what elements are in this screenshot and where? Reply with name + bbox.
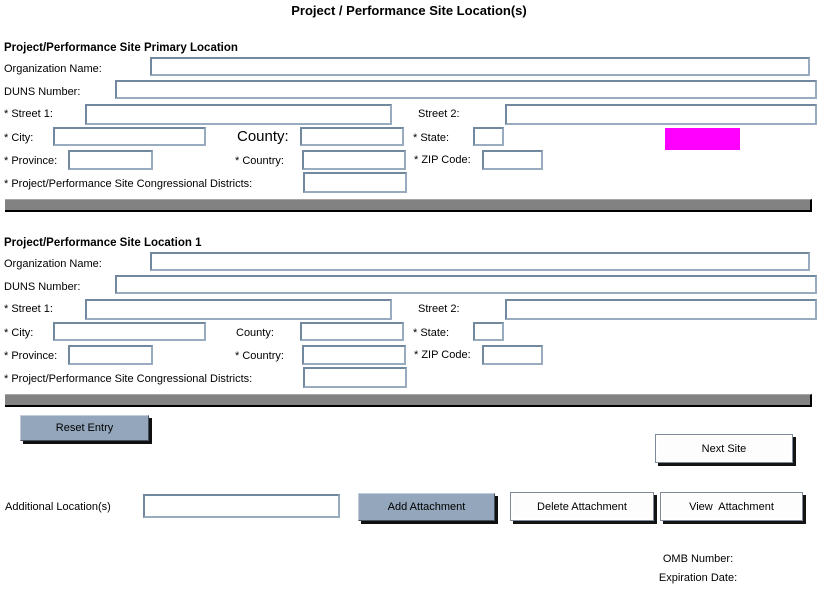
primary-zip-code-label: * ZIP Code:	[414, 154, 471, 166]
primary-state-label: * State:	[413, 132, 450, 144]
primary-county-label: County:	[237, 128, 289, 145]
primary-province-label: * Province:	[4, 155, 58, 167]
expiration-date-label: Expiration Date:	[658, 572, 738, 584]
section-divider-bar	[5, 199, 812, 212]
primary-section-heading: Project/Performance Site Primary Locatio…	[4, 42, 238, 54]
location1-country-input[interactable]	[302, 345, 406, 365]
location1-duns-number-input[interactable]	[115, 275, 817, 294]
location1-duns-number-label: DUNS Number:	[4, 281, 81, 293]
primary-street2-input[interactable]	[505, 104, 817, 125]
add-attachment-button[interactable]: Add Attachment	[358, 493, 495, 521]
page-title: Project / Performance Site Location(s)	[291, 3, 527, 18]
primary-congressional-districts-input[interactable]	[303, 172, 407, 193]
primary-zip-code-input[interactable]	[482, 150, 543, 170]
location1-section: Project/Performance Site Location 1 Orga…	[0, 237, 818, 408]
location1-zip-code-label: * ZIP Code:	[414, 349, 471, 361]
location1-county-input[interactable]	[300, 322, 404, 341]
primary-country-input[interactable]	[302, 150, 406, 170]
location1-country-label: * Country:	[235, 350, 284, 362]
primary-street1-label: * Street 1:	[4, 108, 53, 120]
location1-street1-label: * Street 1:	[4, 303, 53, 315]
primary-county-input[interactable]	[300, 127, 404, 146]
location1-congressional-districts-input[interactable]	[303, 367, 407, 388]
location1-congressional-districts-label: * Project/Performance Site Congressional…	[4, 373, 253, 385]
location1-street1-input[interactable]	[85, 299, 392, 320]
location1-county-label: County:	[236, 327, 274, 339]
additional-locations-attachment-input[interactable]	[143, 494, 340, 518]
next-site-button[interactable]: Next Site	[655, 434, 793, 463]
primary-duns-number-label: DUNS Number:	[4, 86, 81, 98]
primary-city-input[interactable]	[53, 127, 206, 146]
location1-section-heading: Project/Performance Site Location 1	[4, 237, 202, 249]
primary-duns-number-input[interactable]	[115, 80, 817, 99]
location1-city-label: * City:	[4, 327, 34, 339]
primary-state-input[interactable]	[473, 127, 504, 146]
location1-organization-name-label: Organization Name:	[4, 258, 102, 270]
omb-number-label: OMB Number:	[662, 553, 734, 565]
additional-locations-label: Additional Location(s)	[5, 501, 111, 513]
primary-congressional-districts-label: * Project/Performance Site Congressional…	[4, 178, 253, 190]
primary-organization-name-label: Organization Name:	[4, 63, 102, 75]
delete-attachment-button[interactable]: Delete Attachment	[510, 492, 654, 521]
primary-street2-label: Street 2:	[418, 108, 460, 120]
location1-state-label: * State:	[413, 327, 450, 339]
primary-province-input[interactable]	[68, 150, 153, 170]
location1-organization-name-input[interactable]	[150, 252, 810, 271]
location1-city-input[interactable]	[53, 322, 206, 341]
location1-state-input[interactable]	[473, 322, 504, 341]
view-attachment-button[interactable]: View Attachment	[660, 492, 803, 521]
primary-location-section: Project/Performance Site Primary Locatio…	[0, 42, 818, 213]
location1-street2-input[interactable]	[505, 299, 817, 320]
section-divider-bar	[5, 394, 812, 407]
location1-province-input[interactable]	[68, 345, 153, 365]
location1-street2-label: Street 2:	[418, 303, 460, 315]
location1-zip-code-input[interactable]	[482, 345, 543, 365]
primary-organization-name-input[interactable]	[150, 57, 810, 76]
location1-province-label: * Province:	[4, 350, 58, 362]
reset-entry-button[interactable]: Reset Entry	[20, 415, 149, 441]
primary-city-label: * City:	[4, 132, 34, 144]
highlighted-field-box[interactable]	[665, 128, 740, 150]
primary-street1-input[interactable]	[85, 104, 392, 125]
primary-country-label: * Country:	[235, 155, 284, 167]
omb-block: OMB Number: Expiration Date:	[617, 550, 779, 588]
